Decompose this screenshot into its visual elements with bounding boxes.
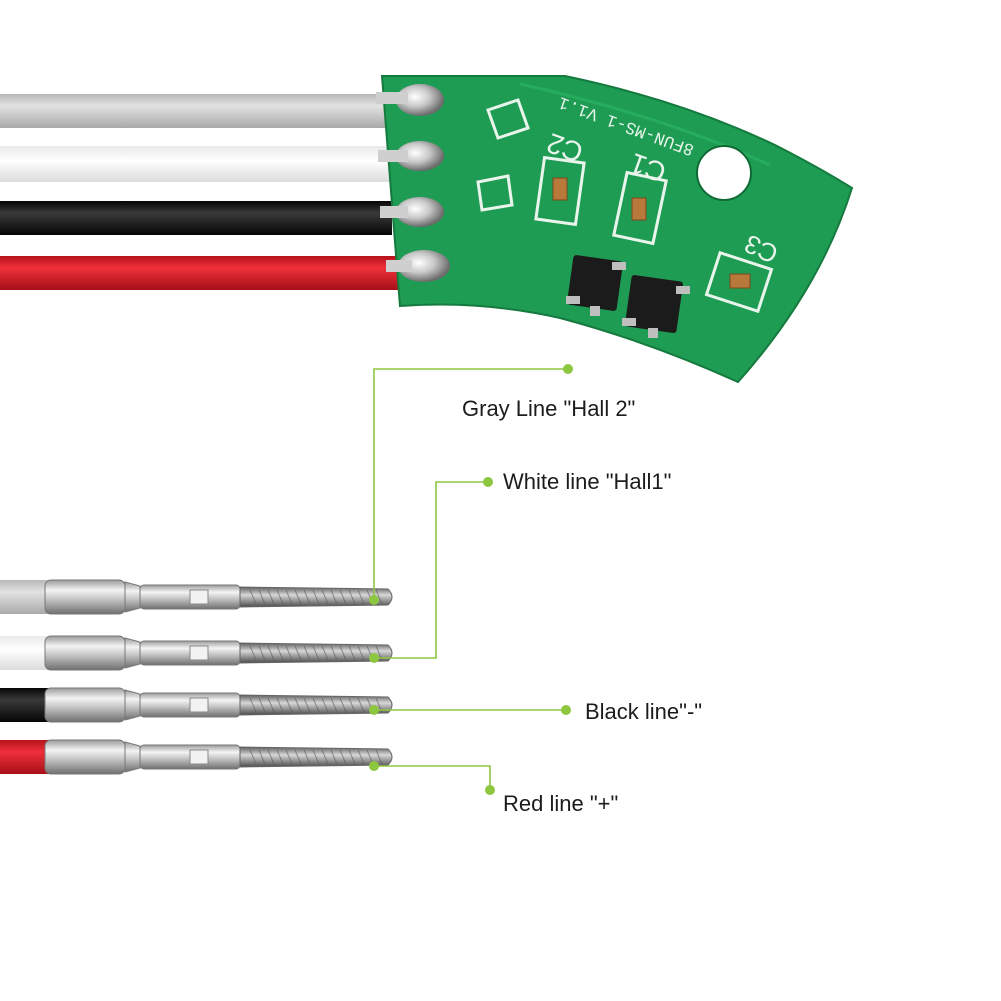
- red-wire: [0, 256, 398, 290]
- crimp-terminal: [44, 579, 393, 615]
- crimp-terminal: [44, 635, 393, 671]
- leader-gray: [373, 368, 568, 598]
- label-red-positive: Red line "+": [503, 791, 619, 816]
- crimp-terminal: [44, 739, 393, 775]
- leader-red: [374, 765, 491, 790]
- callout-leaders: [373, 368, 568, 790]
- pcb-board: 8FUN-MS-1 V1.1 C2 C1 C3: [376, 75, 854, 384]
- leader-white: [374, 481, 488, 659]
- crimp-terminals: [44, 579, 393, 775]
- crimp-terminal: [44, 687, 393, 723]
- label-black-negative: Black line"-": [585, 699, 703, 724]
- top-wires: [0, 94, 398, 290]
- gray-wire: [0, 94, 392, 128]
- label-gray-hall2: Gray Line "Hall 2": [462, 396, 636, 421]
- callout-dots: [369, 364, 573, 795]
- hall-sensor-chip: [566, 255, 626, 316]
- mounting-hole: [696, 145, 752, 201]
- white-wire: [0, 146, 390, 182]
- solder-joints: [376, 84, 450, 282]
- black-wire: [0, 201, 392, 235]
- label-white-hall1: White line "Hall1": [503, 469, 672, 494]
- hall-sensor-chip: [622, 275, 690, 338]
